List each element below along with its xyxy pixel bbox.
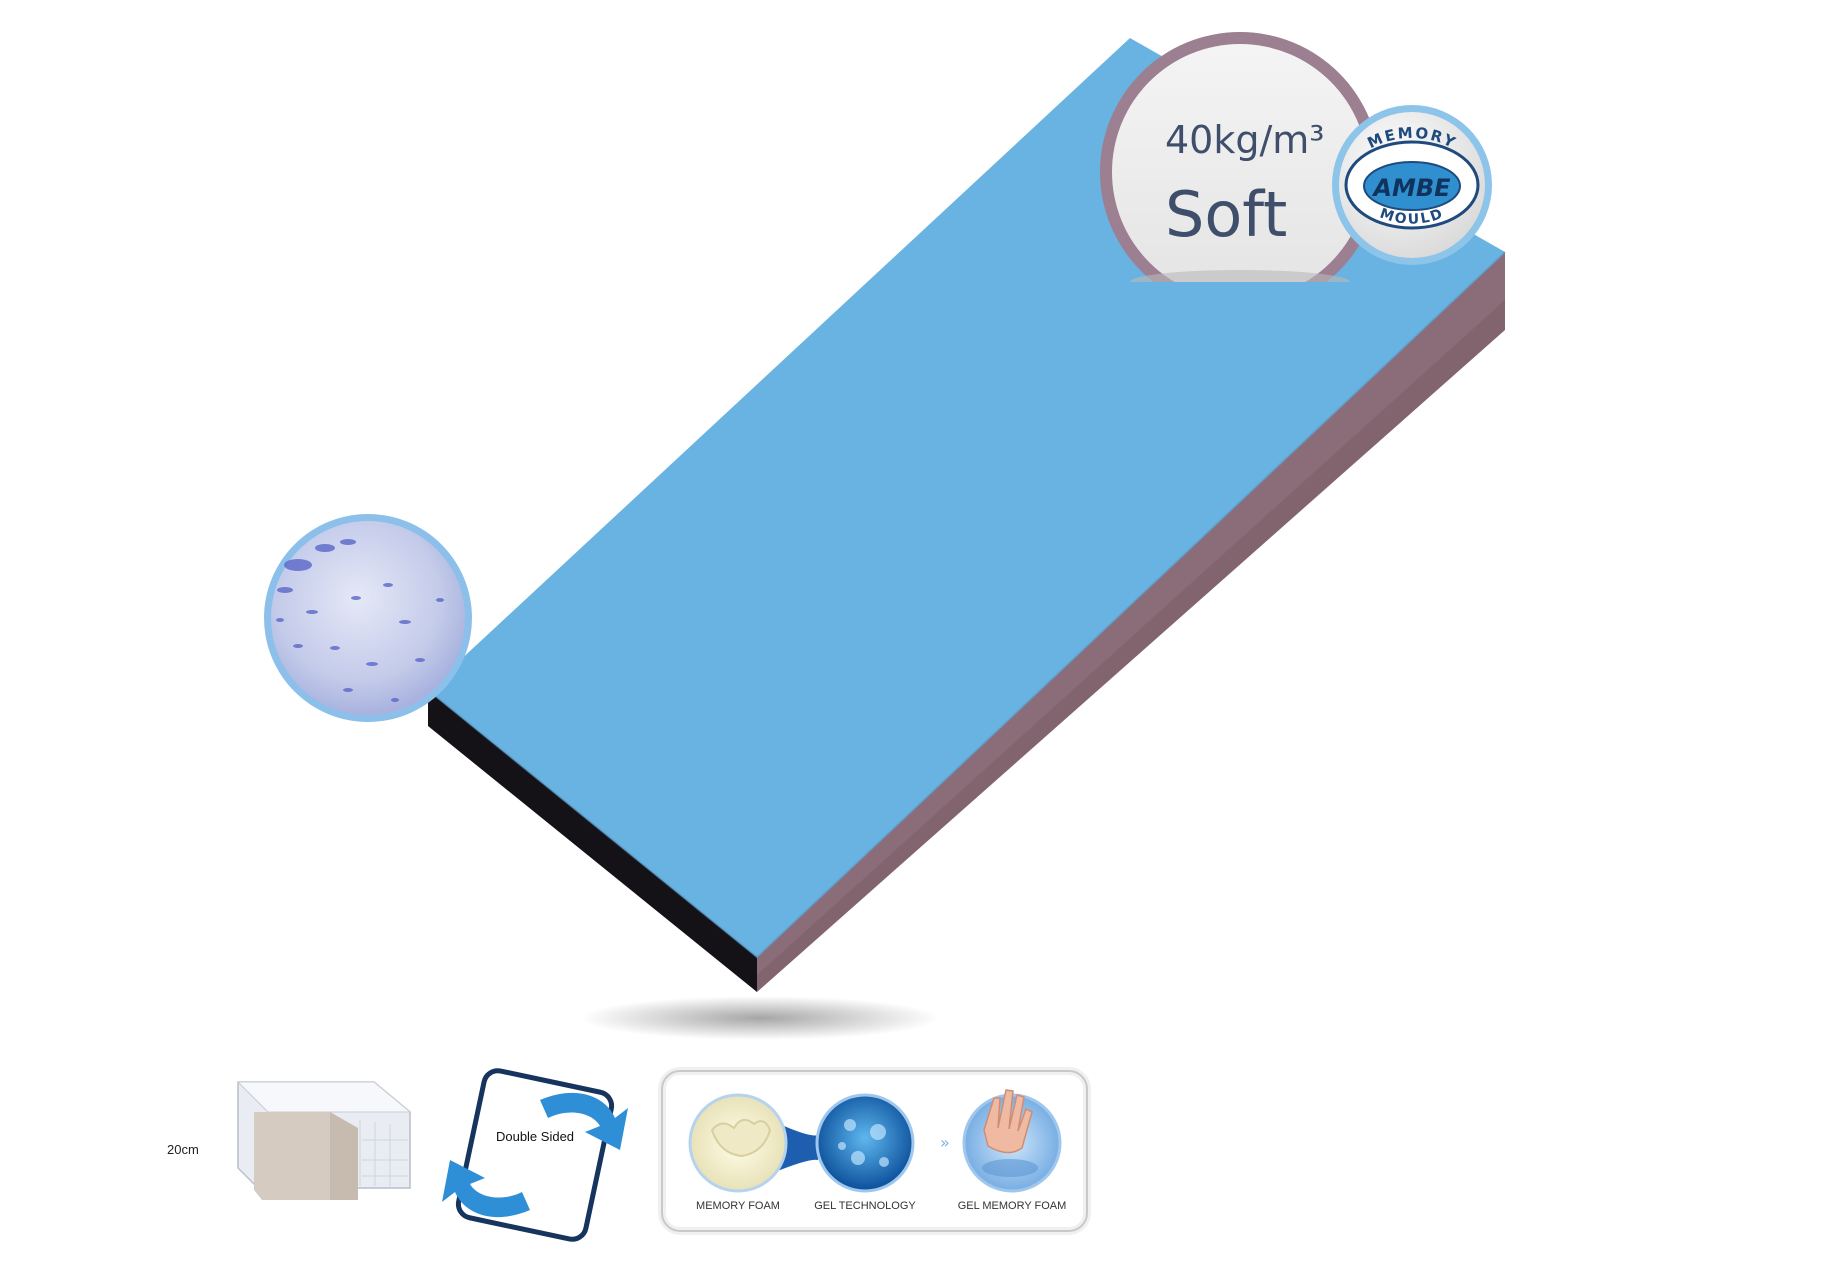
firmness-badge	[1100, 32, 1380, 282]
gel-technology-panel: »	[658, 1067, 1091, 1235]
gel-step-label-memory-foam: MEMORY FOAM	[696, 1200, 780, 1212]
gel-step-label-gel-memory-foam: GEL MEMORY FOAM	[957, 1200, 1067, 1212]
gel-technology-image	[815, 1093, 915, 1193]
density-value: 40kg/m³	[1165, 118, 1325, 162]
firmness-value: Soft	[1165, 178, 1288, 251]
double-sided-label: Double Sided	[495, 1129, 575, 1144]
mattress-side-black	[428, 690, 757, 992]
depth-label: 20cm	[167, 1142, 199, 1157]
mattress-side-mauve-top-band	[757, 252, 1505, 975]
mattress-shadow	[580, 996, 940, 1040]
double-sided-arrows-icon	[442, 1068, 628, 1242]
svg-text:»: »	[940, 1133, 950, 1152]
memory-mould-logo	[1332, 105, 1492, 265]
gel-step-label-gel-technology: GEL TECHNOLOGY	[814, 1200, 916, 1212]
mattress-depth-thumbnail	[236, 1081, 412, 1200]
foam-texture-magnifier	[264, 514, 472, 722]
